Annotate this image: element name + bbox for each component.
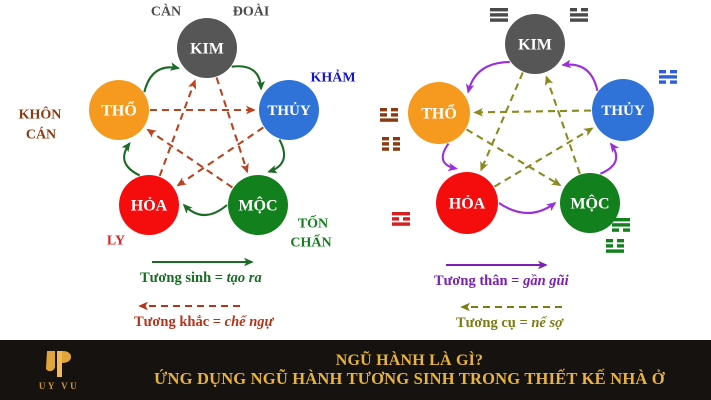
cycle-arrow-tho-to-hoa xyxy=(441,142,459,172)
element-circle-kim[interactable] xyxy=(177,18,237,78)
diagram-tuong-sinh-tuong-khac: KIM THỦY MỘC HỎA THỔ CÀN ĐOÀI KHẢM TỐN CHẤN KHÔN CÁ… xyxy=(0,0,360,340)
legend-tuong-khac: Tương khắc = chế ngự xyxy=(134,301,275,330)
legend-tuong-than: Tương thân = gần gũi xyxy=(434,260,569,289)
diagram-right-canvas: KIM THỦY MỘC HỎA THỔ Tương thân = gần gũiTươn… xyxy=(380,8,677,331)
legend-label-tuong-cu: Tương cụ = nể sợ xyxy=(456,315,564,331)
trigram-tri-ly xyxy=(392,212,410,226)
trigram-tri-doai xyxy=(570,8,588,22)
star-arrow-thuy-to-hoa xyxy=(176,126,264,187)
star-arrow-moc-to-tho xyxy=(146,128,233,189)
cycle-arrow-thuy-to-kim xyxy=(561,59,599,92)
cycle-arrow-moc-to-hoa xyxy=(182,203,228,217)
trigram-tri-can2 xyxy=(380,108,398,122)
banner-heading-line2: ỨNG DỤNG NGŨ HÀNH TƯƠNG SINH TRONG THIẾT… xyxy=(154,368,665,388)
logo-monogram-icon xyxy=(46,351,71,377)
bagua-label-tốn: TỐN xyxy=(298,214,328,232)
legend-label-tuong-than: Tương thân = gần gũi xyxy=(434,273,569,289)
element-circle-hoa[interactable] xyxy=(119,175,179,235)
legend-label-tuong-khac: Tương khắc = chế ngự xyxy=(134,314,275,330)
trigram-tri-ton xyxy=(606,239,624,253)
legend-tuong-sinh: Tương sinh = tạo ra xyxy=(140,257,262,286)
banner-copy: NGŨ HÀNH LÀ GÌ? ỨNG DỤNG NGŨ HÀNH TƯƠNG … xyxy=(118,352,711,388)
cycle-arrow-thuy-to-moc xyxy=(267,138,286,174)
bagua-label-ly: LY xyxy=(107,234,125,249)
element-circle-tho[interactable] xyxy=(408,82,470,144)
element-label-thuy: THỦY xyxy=(601,102,645,119)
cycle-arrow-hoa-to-tho xyxy=(121,141,141,177)
star-arrow-hoa-to-kim xyxy=(158,79,197,177)
element-label-hoa: HỎA xyxy=(131,196,168,215)
element-circle-moc[interactable] xyxy=(228,175,288,235)
bagua-label-đoài: ĐOÀI xyxy=(233,3,270,20)
bagua-label-khôn: KHÔN xyxy=(19,106,62,123)
element-label-moc: MỘC xyxy=(238,197,277,215)
element-label-kim: KIM xyxy=(518,37,552,54)
trigram-tri-kham xyxy=(659,70,677,84)
cycle-arrow-moc-to-thuy xyxy=(599,142,620,175)
legend-tuong-cu: Tương cụ = nể sợ xyxy=(456,302,564,331)
banner-heading-line1: NGŨ HÀNH LÀ GÌ? xyxy=(335,351,484,369)
cycle-arrow-tho-to-kim xyxy=(143,62,181,93)
element-label-tho: THỔ xyxy=(101,100,137,120)
trigram-tri-khon xyxy=(382,137,400,151)
star-arrow-moc-to-kim xyxy=(545,75,581,175)
element-circle-kim[interactable] xyxy=(505,14,565,74)
diagram-left-canvas: KIM THỦY MỘC HỎA THỔ CÀN ĐOÀI KHẢM TỐN CHẤN KHÔN CÁ… xyxy=(19,3,356,331)
element-circle-thuy[interactable] xyxy=(592,79,654,141)
element-circle-tho[interactable] xyxy=(89,80,149,140)
cycle-arrow-kim-to-tho xyxy=(465,61,510,94)
star-arrow-hoa-to-thuy xyxy=(493,127,594,188)
cycle-arrow-kim-to-thuy xyxy=(231,65,266,91)
element-circle-hoa[interactable] xyxy=(436,172,498,234)
cycle-arrow-hoa-to-moc xyxy=(498,201,557,214)
logo: UY VU xyxy=(0,340,118,400)
bagua-label-chấn: CHẤN xyxy=(290,234,331,251)
bagua-label-càn: CÀN xyxy=(151,3,181,20)
logo-text: UY VU xyxy=(38,381,80,391)
bottom-banner: UY VU NGŨ HÀNH LÀ GÌ? ỨNG DỤNG NGŨ HÀNH … xyxy=(0,340,711,400)
element-label-thuy: THỦY xyxy=(267,102,311,119)
element-circle-moc[interactable] xyxy=(560,173,620,233)
bagua-label-cán: CÁN xyxy=(26,126,56,143)
element-label-hoa: HỎA xyxy=(449,194,486,213)
element-circle-thuy[interactable] xyxy=(259,80,319,140)
star-arrow-thuy-to-tho xyxy=(473,108,592,117)
element-label-kim: KIM xyxy=(190,41,224,58)
element-label-tho: THỔ xyxy=(421,103,457,123)
trigram-tri-chan xyxy=(612,218,630,232)
star-arrow-kim-to-hoa xyxy=(480,72,524,172)
element-label-moc: MỘC xyxy=(570,195,609,213)
star-arrow-kim-to-moc xyxy=(215,77,249,174)
bagua-label-khảm: KHẢM xyxy=(310,69,355,86)
star-arrow-tho-to-moc xyxy=(465,128,562,186)
legend-label-tuong-sinh: Tương sinh = tạo ra xyxy=(140,270,262,286)
trigram-tri-can xyxy=(490,8,508,22)
